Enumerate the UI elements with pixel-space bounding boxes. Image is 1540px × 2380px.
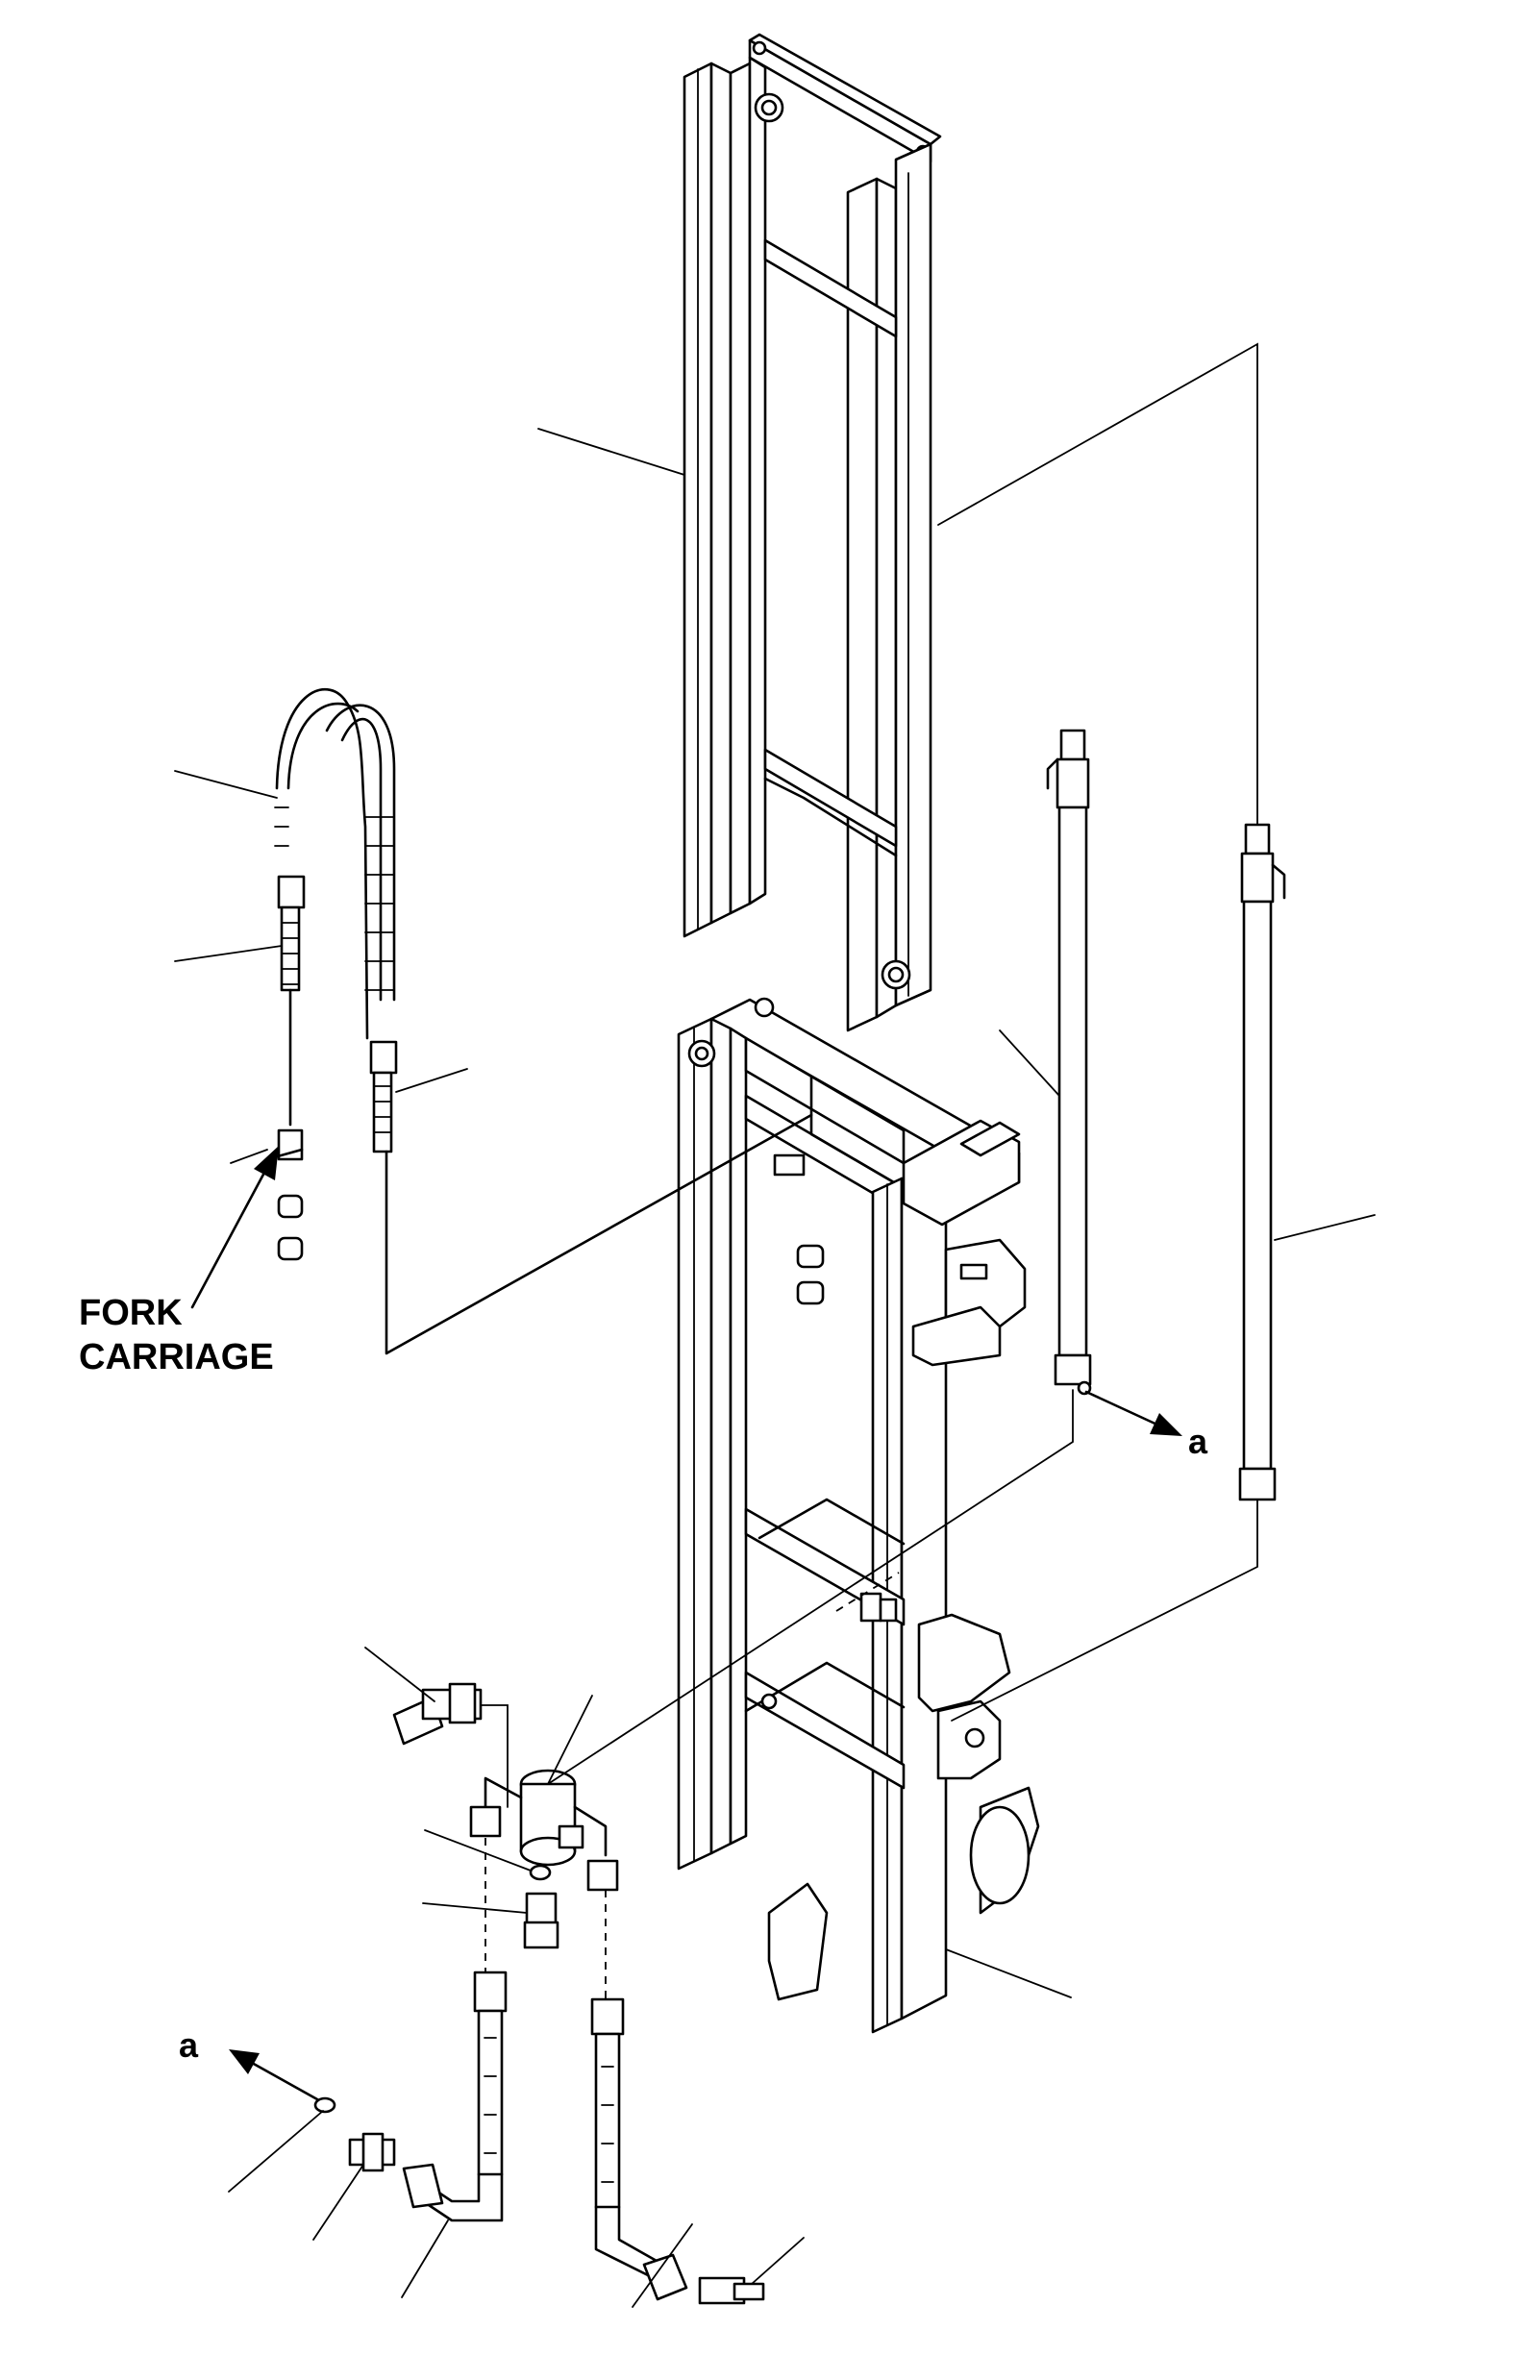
arrow-a-left-label: a xyxy=(179,2025,199,2065)
lift-cylinder-right xyxy=(1238,823,1286,1501)
chain-anchor-right xyxy=(369,1040,813,1355)
arrow-a-left xyxy=(229,2049,319,2101)
arrow-a-right-label: a xyxy=(1188,1422,1208,1461)
lift-cylinder-left xyxy=(1046,729,1092,1396)
inner-mast xyxy=(683,33,942,1032)
fork-carriage-arrow xyxy=(190,1146,279,1309)
hydraulic-fittings xyxy=(313,1682,765,2305)
arrow-a-right xyxy=(1084,1390,1182,1436)
leader-lines xyxy=(174,342,1376,2308)
chain-anchor-left xyxy=(265,875,306,1261)
lift-chain xyxy=(274,687,396,1040)
chain-links xyxy=(274,806,395,991)
fork-carriage-label-line2: CARRIAGE xyxy=(79,1337,274,1377)
outer-mast xyxy=(677,997,1040,2034)
fork-carriage-label-line1: FORK xyxy=(79,1293,183,1333)
